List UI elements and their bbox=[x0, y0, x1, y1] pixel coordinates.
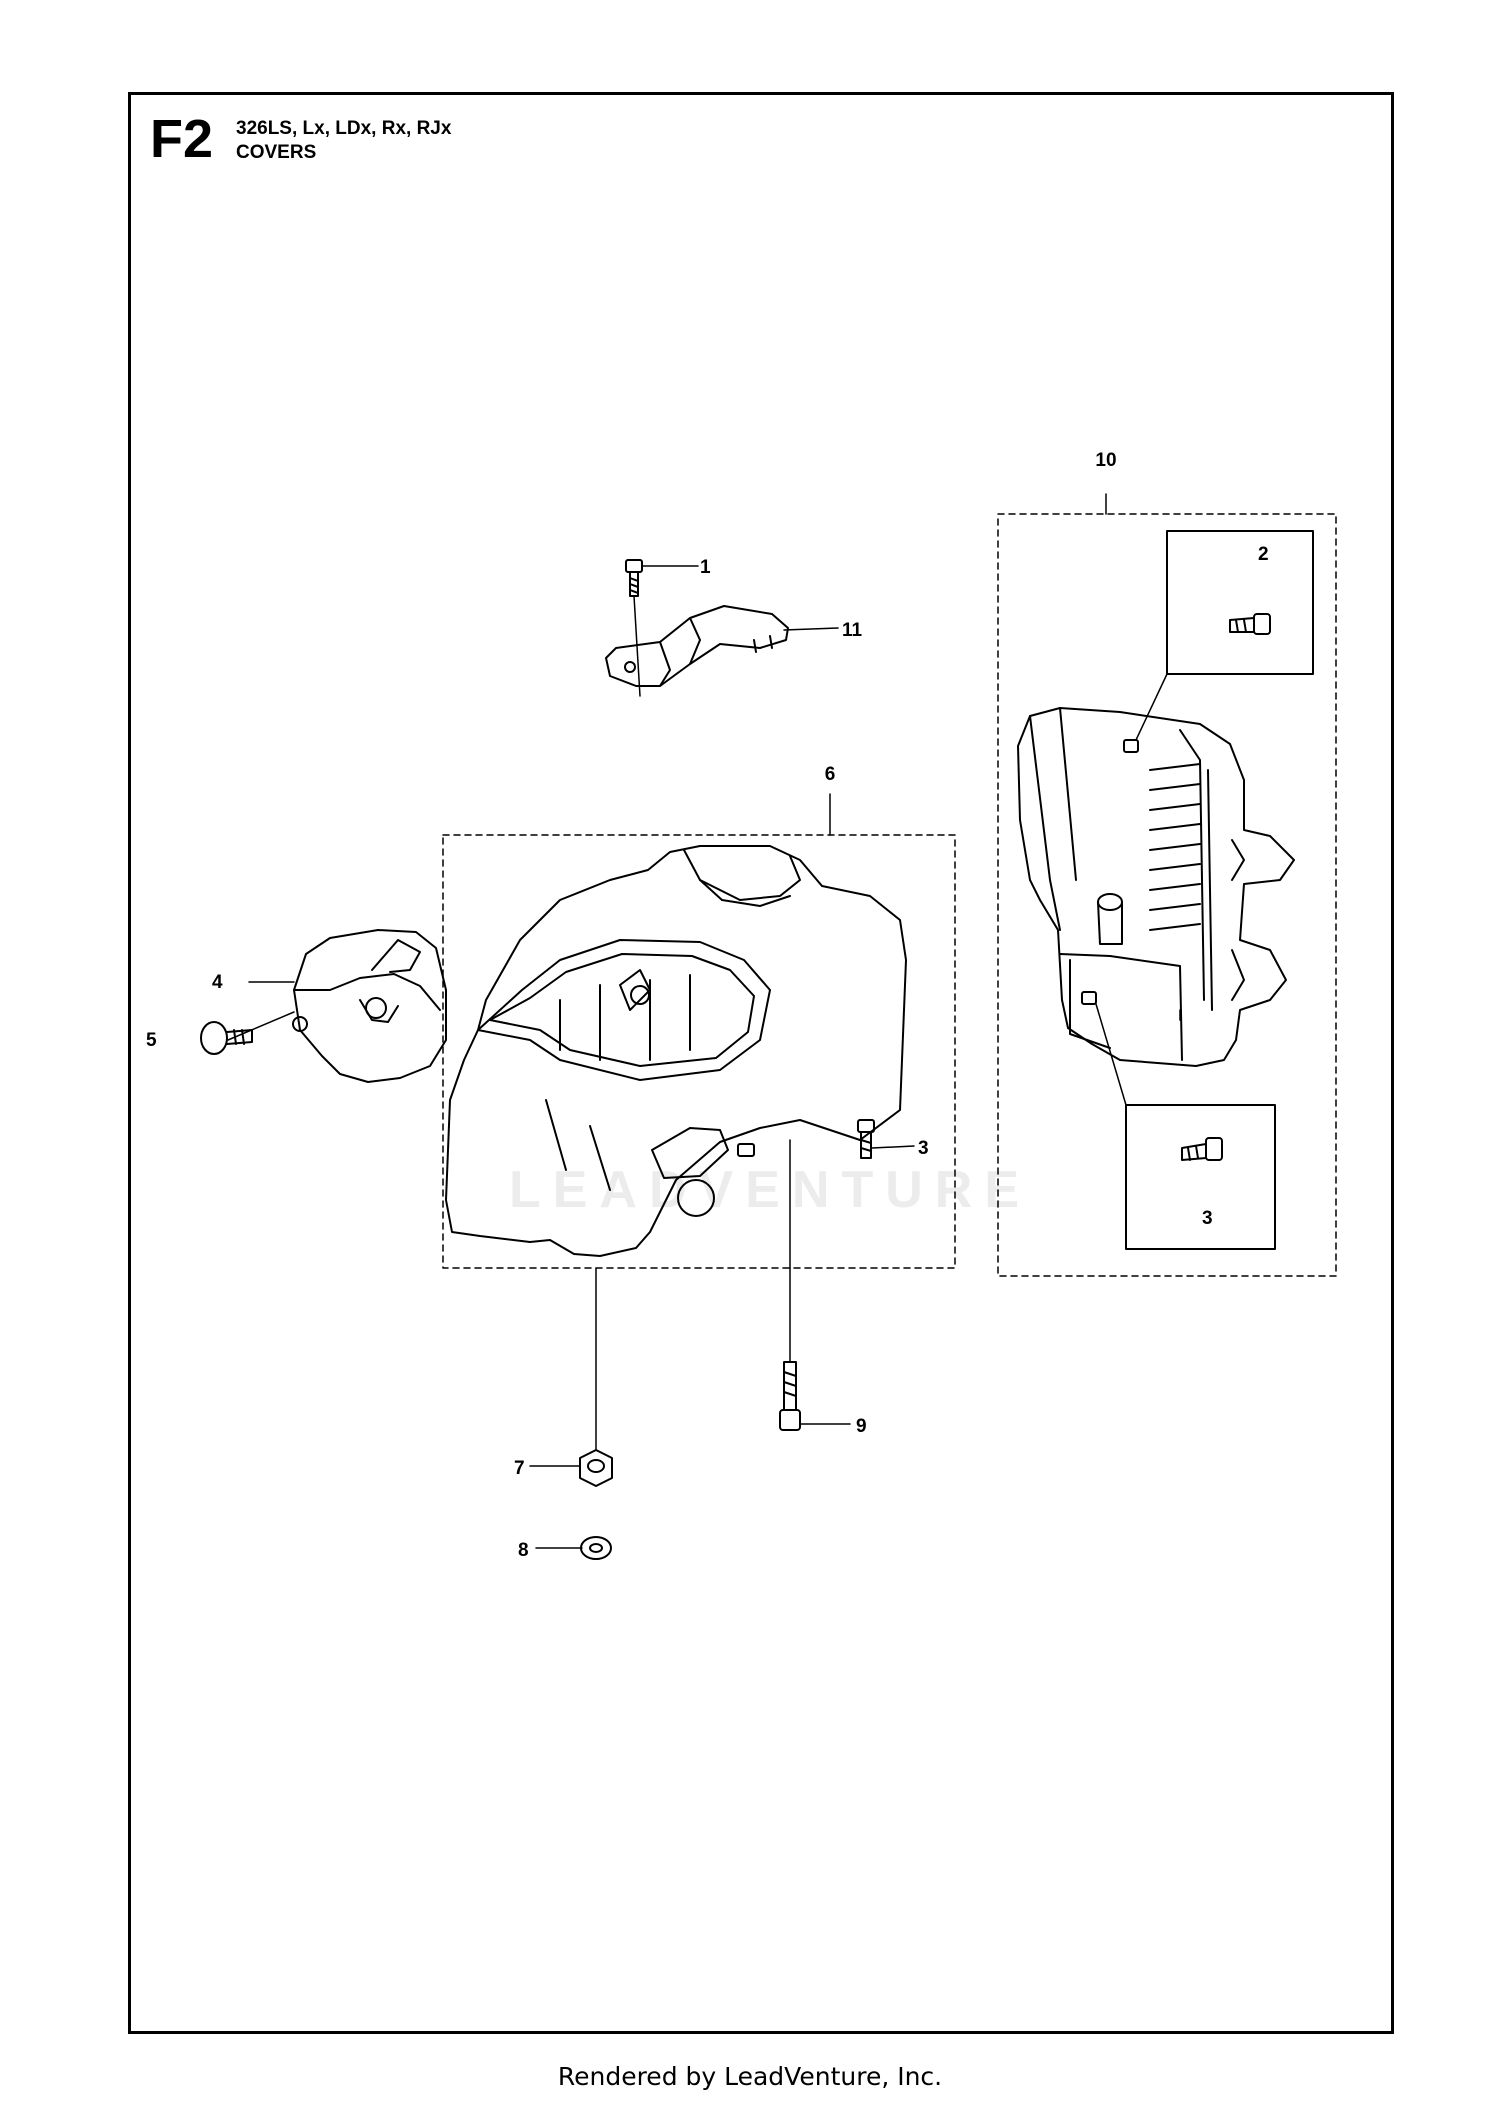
callout-10: 10 bbox=[1095, 450, 1116, 471]
callout-2: 2 bbox=[1258, 544, 1269, 565]
callout-3-left: 3 bbox=[918, 1138, 929, 1159]
muffler-guard-part-10 bbox=[1017, 707, 1295, 1067]
bolt-part-9 bbox=[779, 1361, 801, 1431]
callout-4: 4 bbox=[212, 972, 223, 993]
callout-11: 11 bbox=[842, 620, 863, 641]
diagram-frame bbox=[128, 92, 1394, 2034]
screw-part-2 bbox=[1229, 613, 1271, 635]
air-intake-part-4 bbox=[292, 929, 447, 1083]
screw-part-3-inset bbox=[1181, 1137, 1223, 1161]
callout-6: 6 bbox=[825, 764, 836, 785]
screw-part-3-left bbox=[857, 1119, 875, 1159]
screw-part-1 bbox=[625, 559, 643, 597]
section-title: COVERS bbox=[236, 142, 317, 163]
nut-part-7 bbox=[579, 1449, 613, 1487]
callout-7: 7 bbox=[514, 1458, 525, 1479]
leader-lines bbox=[227, 493, 1181, 1549]
callout-1: 1 bbox=[700, 557, 711, 578]
washer-part-8 bbox=[580, 1536, 612, 1560]
inset-box-2 bbox=[1166, 530, 1314, 675]
inset-box-3 bbox=[1125, 1104, 1276, 1250]
callout-9: 9 bbox=[856, 1416, 867, 1437]
watermark: LEADVENTURE bbox=[508, 1161, 1032, 1219]
screw-part-5 bbox=[200, 1021, 253, 1055]
assembly-box-6 bbox=[442, 834, 956, 1269]
callout-3-inset: 3 bbox=[1202, 1208, 1213, 1229]
callout-8: 8 bbox=[518, 1540, 529, 1561]
callout-labels: 1 11 6 4 5 3 9 7 8 10 2 3 bbox=[146, 450, 1269, 1561]
callout-5: 5 bbox=[146, 1030, 157, 1051]
assembly-box-10 bbox=[997, 513, 1337, 1277]
clip-part-11 bbox=[605, 605, 789, 687]
cylinder-cover-part-6 bbox=[445, 845, 907, 1257]
model-list: 326LS, Lx, LDx, Rx, RJx bbox=[236, 118, 452, 139]
footer-credit: Rendered by LeadVenture, Inc. bbox=[557, 2062, 943, 2091]
figure-code: F2 bbox=[150, 109, 214, 169]
